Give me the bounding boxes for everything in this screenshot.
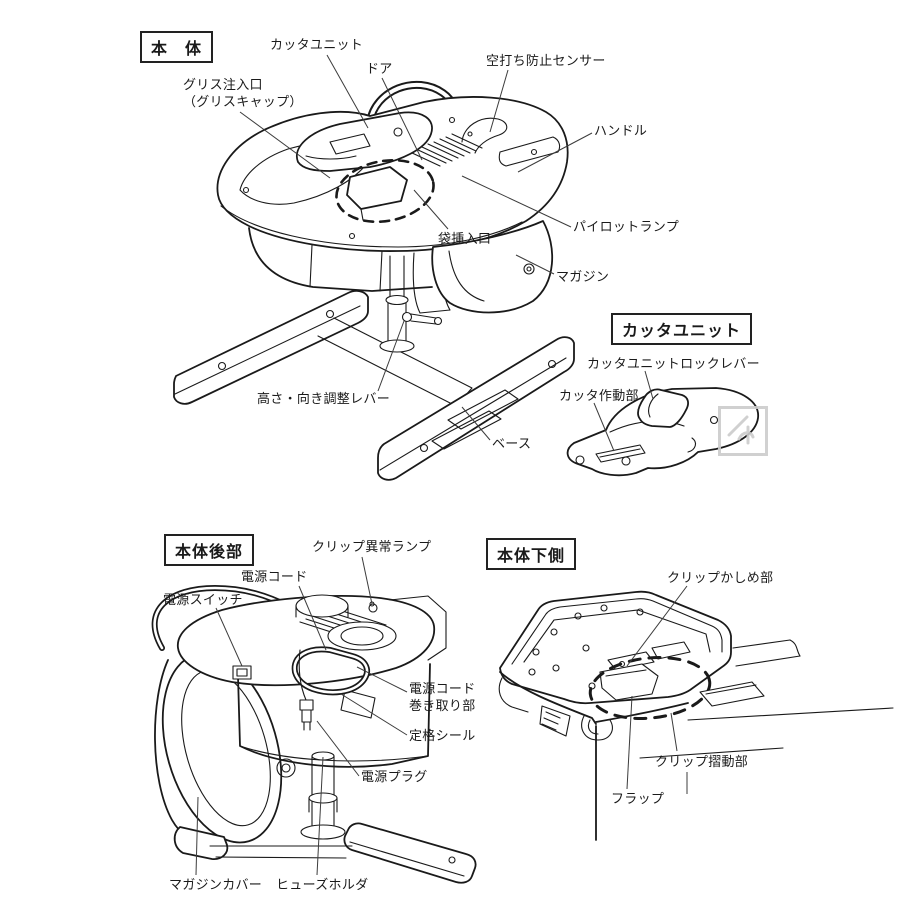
leader-line-grease-inlet (239, 111, 331, 179)
part-label-rating-seal: 定格シール (409, 728, 476, 743)
watermark-glyph (727, 415, 755, 445)
leader-line-fuse-holder (316, 756, 324, 876)
cutter-unit-drawing (566, 387, 759, 477)
part-label-cutter-unit: カッタユニット (270, 37, 364, 52)
part-label-fuse-holder: ヒューズホルダ (276, 877, 369, 892)
bag-area-dashed-circle (335, 158, 435, 224)
part-label-dry-fire-sensor: 空打ち防止センサー (486, 53, 606, 68)
clip-slide-dashed-circle (588, 656, 712, 720)
leader-line-pilot-lamp (461, 175, 572, 228)
leader-line-bag-insert-slot (413, 189, 449, 230)
part-label-clip-crimp-part: クリップかしめ部 (667, 570, 774, 585)
door-grill (409, 133, 483, 167)
leader-line-rating-seal (340, 693, 408, 736)
leader-line-power-plug (316, 720, 360, 777)
watermark-stamp (718, 406, 768, 456)
leader-line-power-switch (215, 607, 243, 667)
leader-line-clip-slide-part (670, 712, 678, 752)
part-label-power-switch: 電源スイッチ (163, 592, 243, 607)
leader-line-base (461, 406, 491, 441)
part-label-power-plug: 電源プラグ (361, 769, 428, 784)
rear-body-drawing (151, 584, 477, 884)
part-label-door: ドア (366, 61, 393, 76)
part-label-power-cord: 電源コード (241, 569, 308, 584)
leader-line-cutter-unit (326, 54, 369, 129)
part-label-height-adjust-lever: 高さ・向き調整レバー (257, 391, 391, 406)
part-label-cutter-action-part: カッタ作動部 (559, 388, 639, 403)
leader-line-clip-error-lamp (361, 556, 373, 605)
part-label-grease-inlet: グリス注入口 （グリスキャップ） (183, 77, 303, 109)
leader-line-cutter-action-part (593, 402, 615, 452)
part-label-clip-error-lamp: クリップ異常ランプ (312, 539, 432, 554)
part-label-handle: ハンドル (594, 123, 648, 138)
part-label-cutter-lock-lever: カッタユニットロックレバー (587, 356, 760, 371)
main-body-drawing (173, 80, 575, 481)
leader-line-height-adjust-lever (377, 320, 405, 392)
leader-line-magazine (515, 254, 555, 275)
leader-lines (195, 54, 688, 876)
part-label-base: ベース (492, 436, 532, 451)
leader-line-handle (517, 132, 593, 173)
leader-line-magazine-cover (195, 796, 199, 876)
leader-line-door (381, 77, 423, 161)
leader-line-cord-winder (356, 666, 408, 693)
leader-line-power-cord (298, 585, 327, 651)
section-title-rear-body: 本体後部 (164, 534, 255, 566)
part-label-pilot-lamp: パイロットランプ (573, 219, 680, 234)
part-label-cord-winder: 電源コード 巻き取り部 (409, 681, 476, 713)
under-body-drawing (498, 590, 894, 841)
section-title-main-body: 本 体 (140, 31, 214, 63)
section-title-under-body: 本体下側 (486, 538, 577, 570)
leader-line-clip-crimp-part (626, 585, 688, 667)
leader-line-cutter-lock-lever (644, 370, 654, 400)
leader-line-dry-fire-sensor (489, 69, 509, 133)
part-label-magazine: マガジン (556, 269, 610, 284)
leader-line-flap (626, 695, 633, 790)
section-title-cutter-unit: カッタユニット (611, 313, 753, 345)
part-label-bag-insert-slot: 袋挿入口 (438, 231, 492, 246)
part-label-magazine-cover: マガジンカバー (169, 877, 263, 892)
part-label-clip-slide-part: クリップ摺動部 (655, 754, 749, 769)
part-label-flap: フラップ (611, 791, 665, 806)
